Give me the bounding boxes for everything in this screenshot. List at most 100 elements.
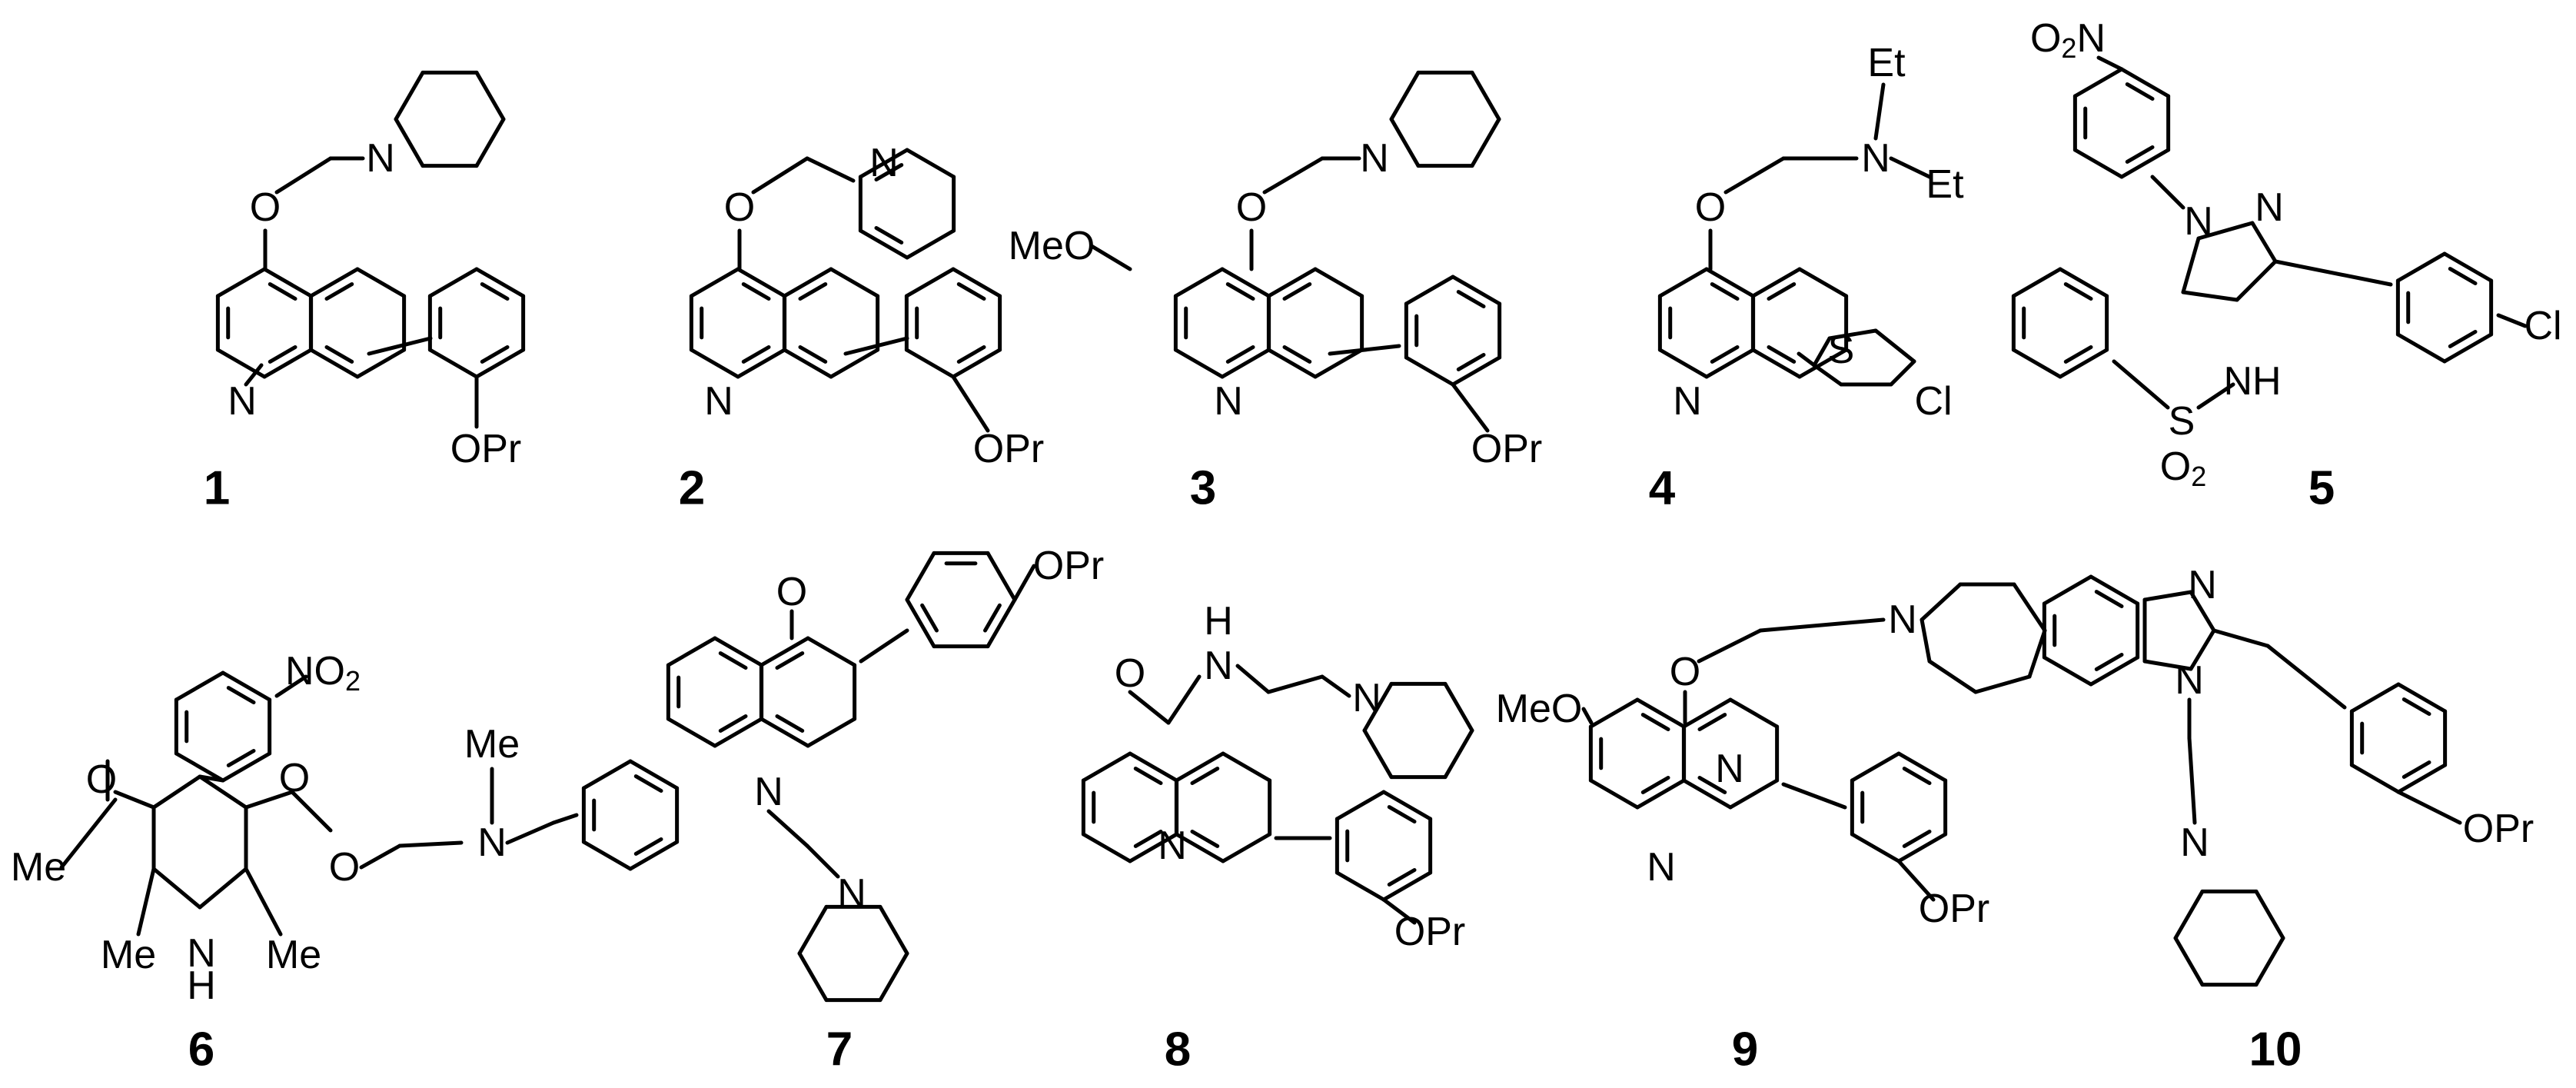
bond [1812, 363, 1843, 387]
atom-label: NO2 [285, 649, 361, 697]
compound-number: 5 [2308, 462, 2335, 515]
bond [1387, 868, 1417, 887]
atom-label: O [86, 757, 117, 802]
atom-label: N [837, 871, 866, 916]
bond [905, 228, 956, 260]
bond [268, 282, 297, 301]
bond [324, 282, 354, 301]
bond [1902, 767, 1932, 785]
atom-label: O [1670, 650, 1700, 694]
bond [226, 749, 256, 767]
bond [2058, 348, 2109, 379]
bond-lines [59, 55, 2528, 1003]
bond [2250, 221, 2278, 264]
bond [397, 840, 464, 848]
bond [1362, 728, 1394, 780]
bond [2063, 345, 2093, 364]
bond [1313, 267, 1364, 298]
compound-3: MeO O N N OPr 3 [1009, 136, 1543, 515]
bond [2094, 653, 2124, 671]
bond [1635, 697, 1687, 729]
bond [2119, 67, 2171, 98]
compound-6: NO2 O Me O O Me N Me Me N H 6 [11, 649, 520, 1076]
atom-label: OPr [1033, 544, 1104, 588]
bond [986, 551, 1017, 602]
bond [1710, 282, 1740, 301]
bond [1470, 70, 1501, 121]
atom-label: N [1715, 747, 1744, 791]
atom-label: OPr [1919, 887, 1989, 931]
bond [1081, 832, 1132, 863]
bond [2254, 889, 2285, 940]
bond [1920, 582, 1963, 622]
compound-number: 3 [1190, 462, 1216, 515]
atom-label: N [704, 379, 733, 424]
bond [290, 790, 333, 833]
compound-number: 10 [2249, 1023, 2302, 1076]
bond [1927, 659, 1978, 694]
bond [355, 267, 407, 298]
bond [904, 348, 956, 379]
atom-label: O [329, 845, 360, 890]
bond [905, 551, 936, 602]
bond [324, 345, 354, 364]
bond [1767, 345, 1797, 364]
compound-4: O N Et Et N S Cl 4 [1649, 41, 1964, 515]
bond [1282, 345, 1312, 364]
bond [920, 603, 939, 633]
bond [2011, 267, 2062, 298]
bond [1266, 348, 1318, 379]
bond [736, 348, 787, 379]
bond [775, 714, 805, 733]
bond [308, 267, 360, 298]
bond [878, 951, 909, 1003]
bond [1173, 267, 1225, 298]
bond [1389, 117, 1421, 168]
bond [736, 267, 787, 298]
bond [1190, 767, 1220, 785]
bond [244, 790, 294, 810]
bond [274, 674, 308, 698]
bond [1902, 830, 1932, 848]
compound-5: O2N N N Cl NH S O2 5 [2030, 16, 2562, 515]
bond [1174, 832, 1225, 863]
bond [1313, 348, 1364, 379]
bond [1758, 617, 1886, 633]
bond [581, 759, 633, 790]
atom-label: OPr [450, 427, 521, 471]
bond [797, 904, 829, 956]
atom-label: N [2184, 199, 2213, 244]
bond [2349, 763, 2401, 794]
bond [1588, 697, 1640, 729]
bond [951, 267, 1002, 298]
bond [198, 867, 248, 910]
bond [151, 867, 202, 910]
bond [633, 774, 663, 793]
bond [262, 267, 314, 298]
atom-label: N [754, 770, 783, 814]
bond [359, 843, 402, 870]
bond [1225, 345, 1255, 364]
bond [986, 597, 1017, 649]
bond [427, 267, 479, 298]
atom-label: O [250, 185, 281, 230]
bond [829, 348, 880, 379]
atom-label: N [366, 136, 395, 181]
bond [1640, 776, 1670, 794]
bond [480, 282, 510, 301]
bond [951, 348, 1002, 379]
bond [874, 226, 904, 245]
bond [262, 348, 314, 379]
bond [2142, 590, 2193, 602]
atom-label: O [776, 570, 807, 614]
bond [1221, 751, 1272, 783]
bond [1387, 805, 1417, 823]
bond [2173, 889, 2205, 940]
bond [394, 70, 425, 121]
bond [1381, 790, 1433, 821]
bond [2173, 936, 2205, 987]
bond [1128, 751, 1179, 783]
bond [1767, 282, 1797, 301]
atom-label: Cl [1914, 379, 1952, 424]
